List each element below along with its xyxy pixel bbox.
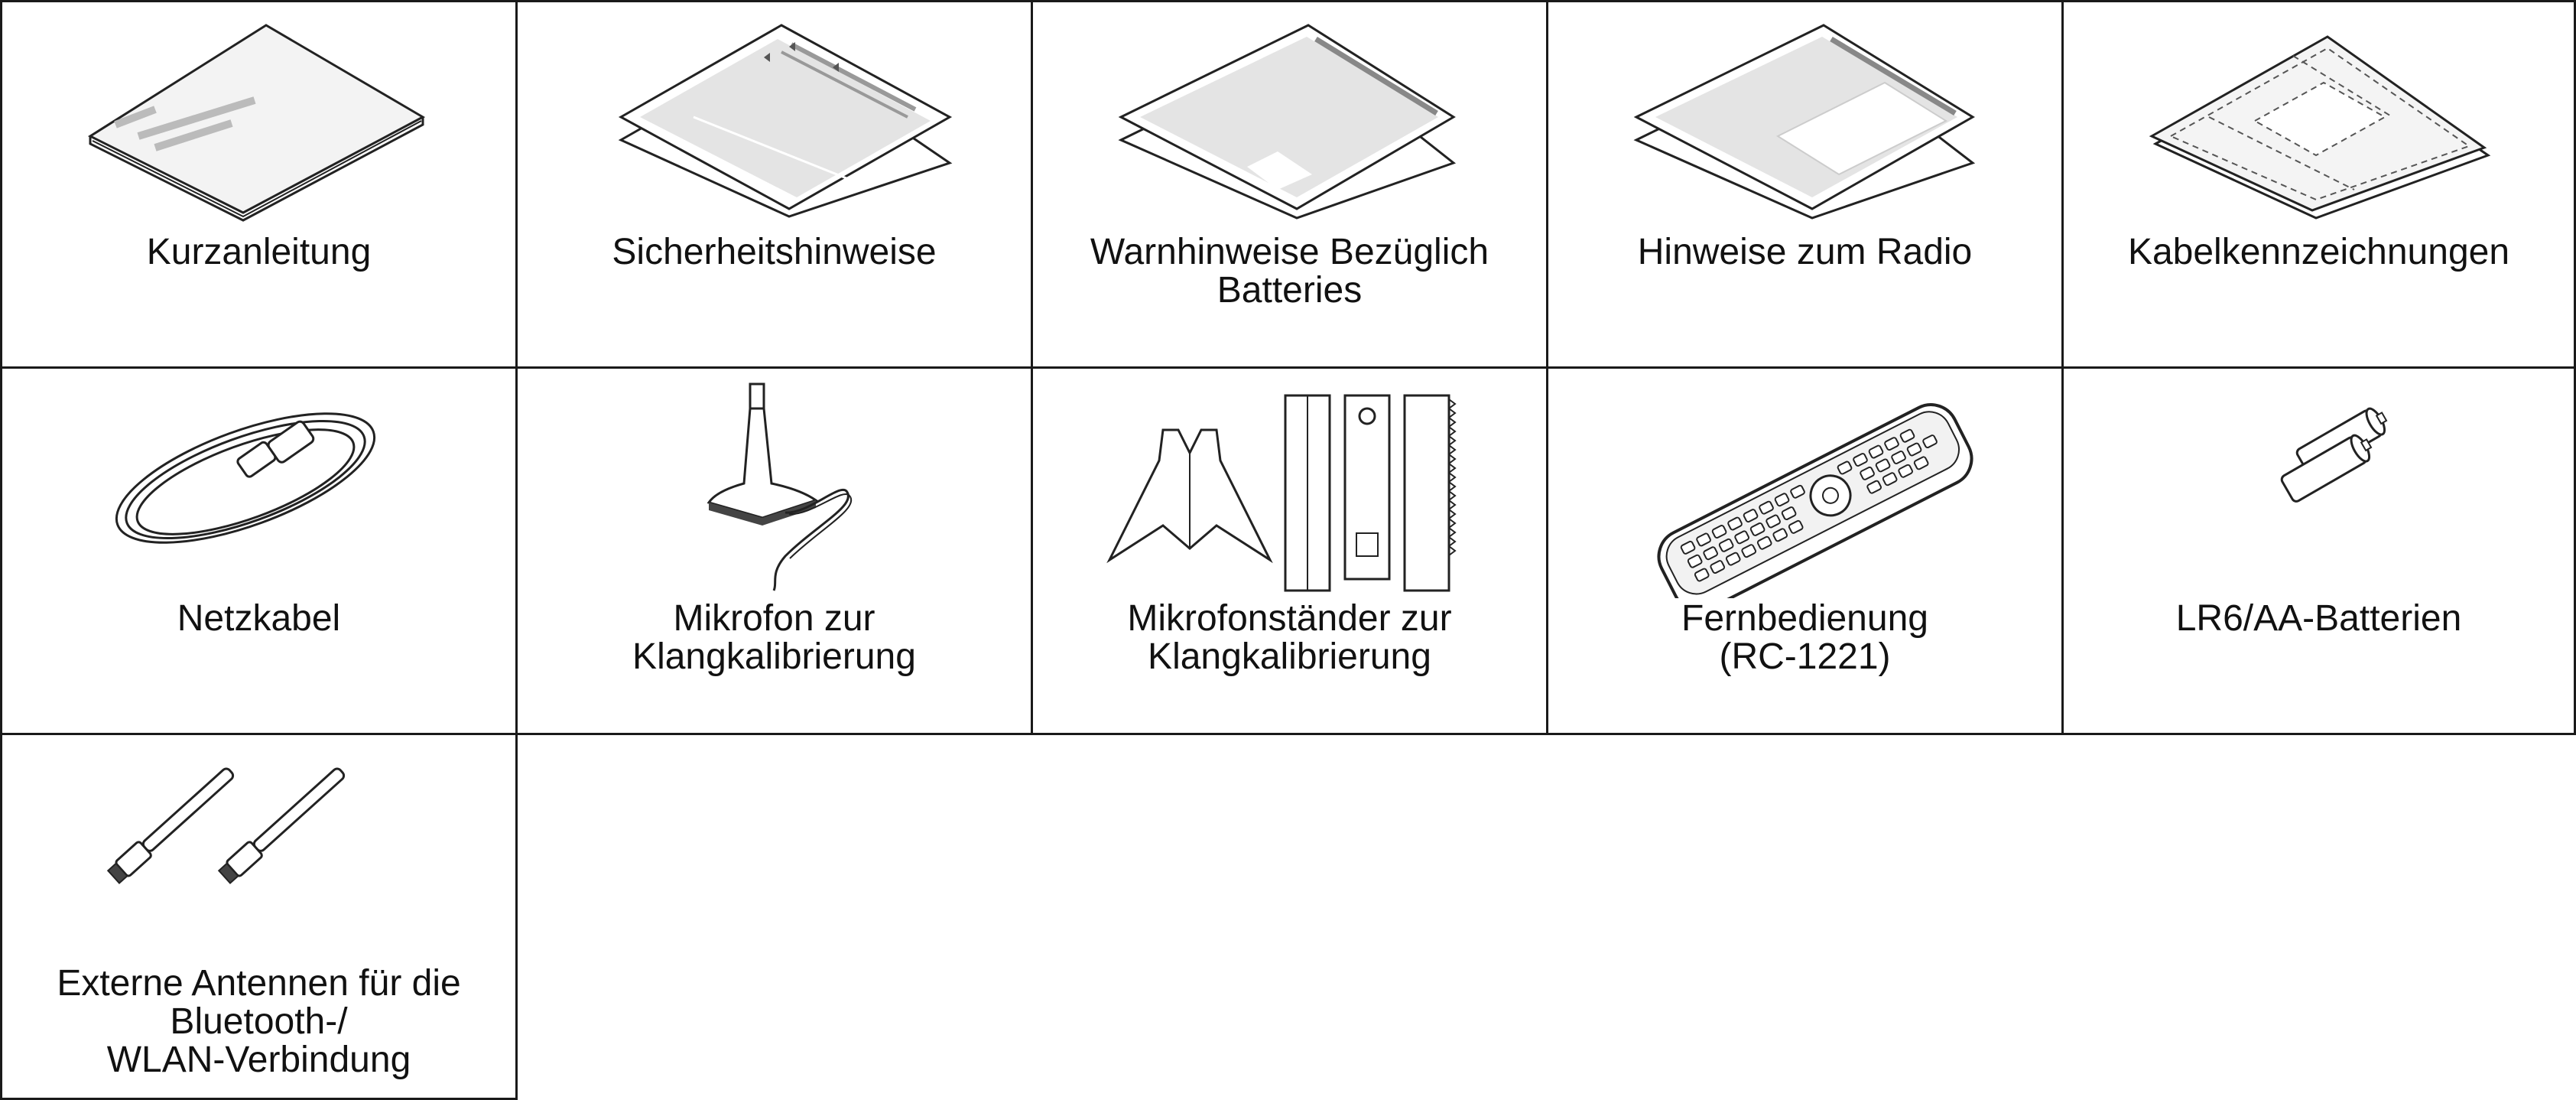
microphone-stand-icon (1106, 394, 1457, 592)
item-label-line: Mikrofon zur (673, 598, 875, 639)
accessory-cell: Netzkabel (0, 366, 518, 735)
accessory-cell: Hinweise zum Radio (1546, 0, 2064, 369)
item-label-line: Kabelkennzeichnungen (2127, 232, 2510, 272)
accessory-cell: Fernbedienung (RC-1221) (1546, 366, 2064, 735)
item-label-line: Bluetooth-/ (170, 1001, 348, 1042)
item-label-line: Warnhinweise Bezüglich (1090, 232, 1489, 272)
item-label-line: Batteries (1217, 270, 1363, 311)
accessory-cell: LR6/AA-Batterien (2061, 366, 2576, 735)
accessory-cell: Kurzanleitung (0, 0, 518, 369)
item-label-line: Hinweise zum Radio (1637, 232, 1973, 272)
aa-batteries-icon (2280, 407, 2388, 503)
cable-labels-sheet-icon (2149, 35, 2491, 220)
item-label-line: (RC-1221) (1719, 636, 1891, 677)
radio-notes-sheet-icon (1633, 24, 1976, 220)
item-label-line: WLAN-Verbindung (106, 1040, 411, 1080)
item-label-line: Kurzanleitung (146, 232, 372, 272)
accessory-cell: Externe Antennen für die Bluetooth-/ WLA… (0, 733, 518, 1100)
booklet-icon (87, 24, 426, 222)
item-label-line: LR6/AA-Batterien (2175, 598, 2462, 639)
item-label-line: Netzkabel (177, 598, 341, 639)
accessory-cell: Sicherheitshinweise (515, 0, 1033, 369)
item-label-line: Sicherheitshinweise (612, 232, 937, 272)
power-cord-icon (115, 412, 376, 544)
accessory-cell: Mikrofon zur Klangkalibrierung (515, 366, 1033, 735)
battery-warning-sheet-icon (1118, 24, 1457, 220)
item-label-line: Externe Antennen für die (57, 963, 461, 1004)
accessory-cell: Warnhinweise Bezüglich Batteries (1031, 0, 1548, 369)
item-label-line: Mikrofonständer zur (1127, 598, 1452, 639)
remote-control-icon (1657, 403, 1973, 598)
item-label-line: Fernbedienung (1681, 598, 1928, 639)
accessory-cell: Kabelkennzeichnungen (2061, 0, 2576, 369)
safety-sheet-icon (618, 24, 953, 218)
item-label-line: Klangkalibrierung (1148, 636, 1431, 677)
microphone-icon (707, 382, 853, 591)
accessory-cell: Mikrofonständer zur Klangkalibrierung (1031, 366, 1548, 735)
antennas-icon (106, 767, 346, 884)
item-label-line: Klangkalibrierung (632, 636, 916, 677)
